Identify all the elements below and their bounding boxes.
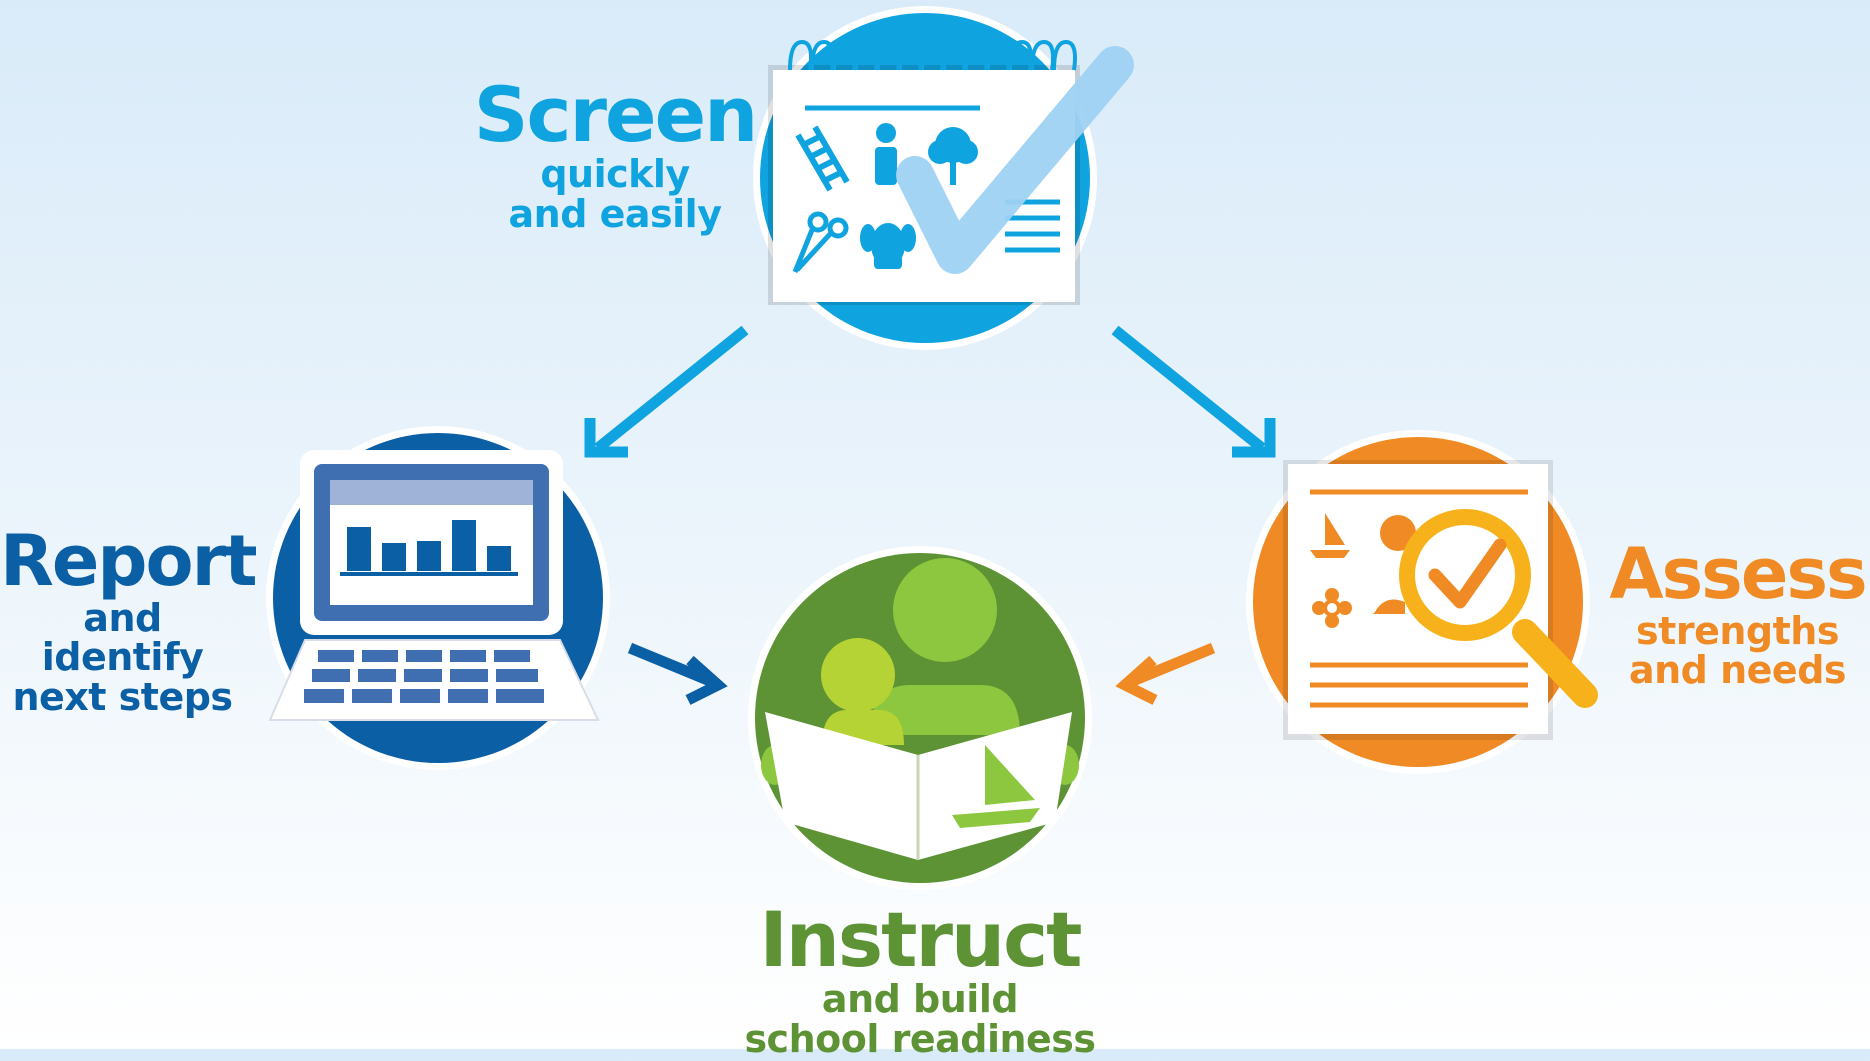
screen-label: Screen quickly and easily [470, 75, 760, 235]
report-title: Report [0, 520, 258, 602]
spiral-binding-icon [788, 39, 1077, 71]
sailboat-icon [1310, 513, 1350, 558]
screen-icon [753, 6, 1134, 350]
assess-subtitle-line2: and needs [1628, 648, 1847, 693]
report-label: Report and identify next steps [0, 520, 258, 720]
flower-icon [1312, 588, 1352, 628]
screen-title: Screen [473, 70, 758, 159]
magnifier-icon [1399, 509, 1598, 708]
arrow-assess-to-instruct [1115, 642, 1216, 705]
ladder-icon [795, 125, 850, 192]
screen-subtitle-line1: quickly [540, 151, 690, 196]
instruct-subtitle-line2: school readiness [744, 1016, 1096, 1061]
scissors-icon [792, 211, 849, 273]
assess-subtitle-line1: strengths [1636, 608, 1839, 653]
instruct-label: Instruct and build school readiness [720, 900, 1120, 1060]
person-icon [875, 123, 897, 185]
instruct-title: Instruct [759, 895, 1083, 984]
arrow-report-to-instruct [627, 642, 728, 705]
screen-subtitle-line2: and easily [508, 191, 722, 236]
keyboard-icon [304, 650, 544, 703]
report-subtitle-line2: next steps [12, 675, 233, 720]
tree-icon [928, 127, 978, 185]
check-mark-icon [896, 46, 1134, 274]
instruct-icon [748, 546, 1092, 890]
arrow-screen-to-report [584, 325, 749, 458]
arrow-screen-to-assess [1111, 325, 1276, 458]
instruct-subtitle-line1: and build [821, 976, 1019, 1021]
bar-chart-icon [340, 520, 518, 576]
dog-icon [860, 223, 916, 269]
laptop-icon [266, 426, 610, 770]
report-subtitle-line1: and identify [41, 595, 204, 680]
sailboat-icon [952, 745, 1040, 828]
assess-label: Assess strengths and needs [1605, 533, 1870, 693]
assess-title: Assess [1609, 533, 1867, 615]
assess-icon [1246, 430, 1598, 774]
